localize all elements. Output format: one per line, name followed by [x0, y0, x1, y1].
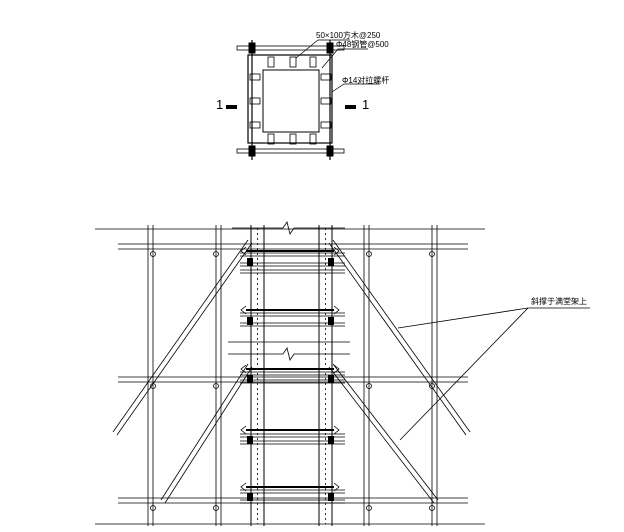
leader-line — [295, 39, 350, 59]
diagonal-brace-lower-right — [328, 363, 439, 504]
diagonal-brace-upper-left — [112, 239, 253, 436]
nut-tl — [248, 42, 256, 54]
steel-pipe-top — [236, 45, 345, 51]
coupler — [213, 251, 219, 257]
section-mark-right-label: 1 — [362, 97, 370, 112]
timber-batten — [289, 56, 297, 68]
clamp-group — [240, 364, 345, 384]
clamp-group — [240, 482, 345, 504]
timber-batten — [320, 121, 332, 129]
section-mark-left — [226, 105, 237, 109]
break-line — [228, 347, 350, 361]
tie-rod-callout: Φ14对拉螺杆 — [342, 76, 390, 85]
clamp-group — [240, 305, 345, 327]
nut-blocks — [247, 258, 334, 501]
coupler — [366, 383, 372, 389]
nut-bl — [248, 145, 256, 157]
coupler — [213, 383, 219, 389]
brace-callout: 斜撑于满堂架上 — [531, 297, 587, 306]
coupler — [429, 251, 435, 257]
coupler — [150, 505, 156, 511]
timber-spacing-callout: 50×100方木@250 — [316, 31, 381, 40]
elevation-view — [95, 221, 590, 526]
timber-batten — [289, 133, 297, 145]
timber-batten — [249, 121, 261, 129]
coupler — [429, 505, 435, 511]
timber-batten — [309, 56, 317, 68]
leader-line — [397, 307, 529, 329]
column-section — [262, 69, 320, 133]
coupler — [429, 383, 435, 389]
diagonal-brace-upper-right — [328, 239, 471, 436]
section-mark-left-label: 1 — [216, 97, 224, 112]
timber-batten — [267, 56, 275, 68]
clamp-group — [240, 246, 345, 274]
break-line — [232, 221, 345, 235]
timber-batten — [320, 73, 332, 81]
coupler — [213, 505, 219, 511]
clamp-group — [240, 425, 345, 445]
leader-line — [321, 48, 368, 69]
section-mark-right — [345, 105, 356, 109]
timber-batten — [309, 133, 317, 145]
plan-view — [226, 39, 380, 160]
diagonal-brace-lower-left — [160, 363, 253, 504]
coupler — [366, 251, 372, 257]
steel-pipe-bottom — [236, 148, 345, 154]
coupler — [366, 505, 372, 511]
leader-line — [331, 83, 380, 93]
steel-pipe-spacing-callout: Φ48钢管@500 — [336, 40, 389, 49]
timber-batten — [267, 133, 275, 145]
timber-batten — [249, 73, 261, 81]
nut-br — [326, 145, 334, 157]
timber-batten — [249, 97, 261, 105]
timber-batten — [320, 97, 332, 105]
nut-tr — [326, 42, 334, 54]
leader-line — [399, 307, 529, 441]
coupler — [150, 251, 156, 257]
